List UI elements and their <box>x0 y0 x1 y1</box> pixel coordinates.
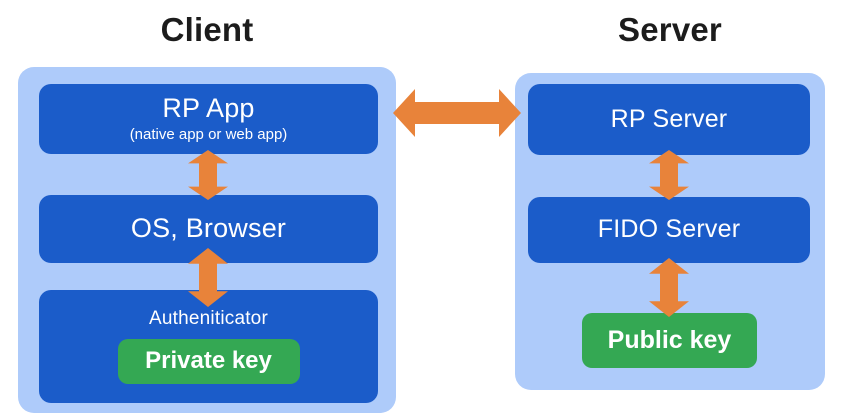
os-browser-label: OS, Browser <box>130 213 287 244</box>
client-title: Client <box>160 11 254 48</box>
server-container: RP Server FIDO Server Public key <box>515 73 825 390</box>
authenticator-label: Autheniticator <box>149 308 268 330</box>
rp-app-label: RP App <box>162 93 255 124</box>
rp-app-box: RP App (native app or web app) <box>39 84 378 154</box>
fido-server-box: FIDO Server <box>528 197 810 263</box>
rp-server-label: RP Server <box>610 104 728 133</box>
client-server-double-arrow-icon <box>393 89 521 137</box>
private-key-badge: Private key <box>117 338 300 384</box>
private-key-label: Private key <box>145 347 272 375</box>
server-title: Server <box>618 11 722 48</box>
fidoserver-publickey-double-arrow-icon <box>649 258 689 317</box>
rpapp-osbrowser-double-arrow-icon <box>188 150 228 200</box>
rp-app-sublabel: (native app or web app) <box>129 126 288 144</box>
rp-server-box: RP Server <box>528 84 810 155</box>
public-key-badge: Public key <box>582 313 757 368</box>
public-key-label: Public key <box>607 326 732 354</box>
osbrowser-authenticator-double-arrow-icon <box>188 248 228 307</box>
client-container: RP App (native app or web app) OS, Brows… <box>18 67 396 413</box>
rpserver-fidoserver-double-arrow-icon <box>649 150 689 200</box>
fido-server-label: FIDO Server <box>597 215 741 244</box>
authenticator-box: Autheniticator Private key <box>39 290 378 403</box>
